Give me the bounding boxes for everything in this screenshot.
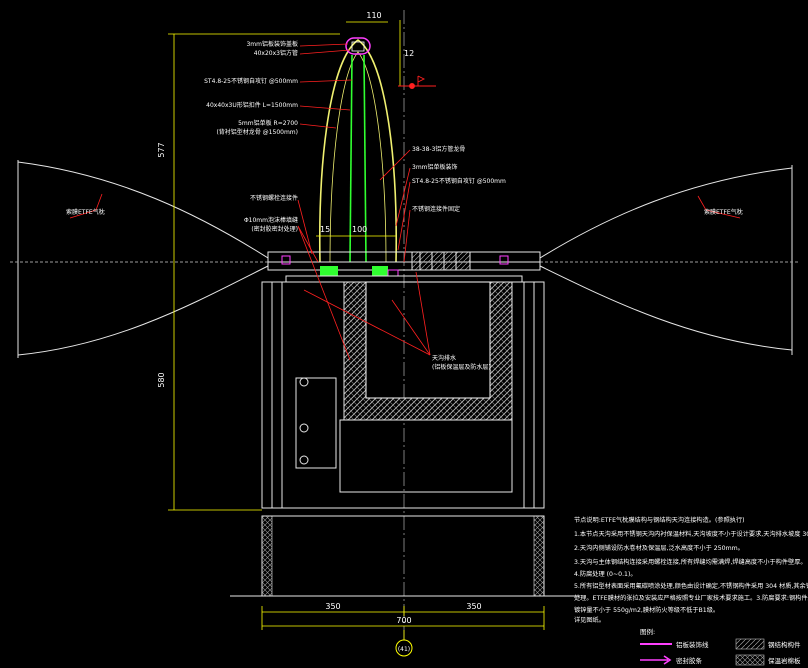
callout-left-8: Φ10mm泡沫棒填缝 [244, 216, 298, 224]
note-line-8: 镀锌量不小于 550g/m2,膜材防火等级不低于B1级。 [574, 606, 719, 614]
callout-left-5: 5mm铝单板 R=2700 [238, 119, 298, 127]
note-line-6: 5.所有铝型材表面采用氟碳喷涂处理,颜色由设计确定,不锈钢构件采用 304 材质… [574, 582, 808, 590]
section-marker: (41) [395, 630, 413, 657]
dim-bottom-left: 350 [325, 602, 340, 611]
callout-left-3: ST4.8-25不锈钢自攻钉 @500mm [204, 77, 298, 85]
leader-lines [69, 43, 741, 361]
note-line-1: 节点说明:ETFE气枕膜结构与钢结构天沟连接构造。(参照执行) [574, 516, 745, 524]
etfe-label-left: 索膜ETFE气枕 [66, 208, 105, 216]
etfe-cushion-left [10, 160, 270, 358]
base-slab [230, 515, 580, 597]
callout-left-1: 3mm铝板装饰盖板 [246, 40, 298, 48]
dim-mid-15: 15 [320, 225, 330, 234]
legend-item-4: 保温岩棉板 [768, 656, 801, 665]
elevation-marker [398, 75, 436, 89]
callout-left-9: (密封胶密封处理) [251, 225, 298, 233]
etfe-cushion-right [539, 165, 800, 355]
callout-left-7: 不锈钢螺栓连接件 [250, 194, 298, 202]
callouts-left: 3mm铝板装饰盖板 40x20x3铝方管 ST4.8-25不锈钢自攻钉 @500… [204, 40, 298, 233]
notes-block: 节点说明:ETFE气枕膜结构与钢结构天沟连接构造。(参照执行) 1.本节点天沟采… [574, 516, 808, 624]
note-line-7: 处理。ETFE膜材的张拉及安装应严格按照专业厂家技术要求施工。3.防腐要求:钢构… [574, 594, 808, 602]
dim-top-width: 110 [366, 11, 381, 20]
callout-left-4: 40x40x3U形铝扣件 L=1500mm [206, 101, 298, 109]
callout-left-6: (背衬铝型材龙骨 @1500mm) [216, 128, 298, 136]
insulated-gutter [343, 281, 513, 421]
legend-swatch-hatch [735, 638, 765, 650]
note-line-2: 1.本节点天沟采用不锈钢天沟内衬保温材料,天沟坡度不小于设计要求,天沟排水坡度 … [574, 530, 808, 538]
section-marker-label: (41) [398, 646, 410, 653]
callout-right-1: 38-38-3铝方管龙骨 [412, 145, 465, 153]
note-line-9: 详见图纸。 [574, 616, 605, 624]
callout-right-3: ST4.8-25不锈钢自攻钉 @500mm [412, 177, 506, 185]
callout-right-2: 3mm铝单板装饰 [412, 163, 458, 171]
callouts-right: 38-38-3铝方管龙骨 3mm铝单板装饰 ST4.8-25不锈钢自攻钉 @50… [412, 145, 506, 213]
dimension-lines [168, 20, 545, 630]
legend-item-1: 铝板装饰线 [676, 640, 709, 649]
etfe-label-right: 索膜ETFE气枕 [704, 208, 743, 216]
dim-bottom-right: 350 [466, 602, 481, 611]
callout-right-4: 不锈钢连接件固定 [412, 205, 460, 213]
note-line-5: 4.防腐处理 (0~0.1)。 [574, 570, 637, 578]
gutter-sub-label: (铝板保温层及防水层) [432, 363, 491, 371]
note-line-3: 2.天沟内侧铺设防水卷材及保温层,泛水高度不小于 250mm。 [574, 544, 744, 552]
gutter-label: 天沟排水 [432, 354, 456, 362]
callout-left-2: 40x20x3铝方管 [254, 49, 298, 57]
ridge-fin [318, 37, 398, 263]
legend-item-2: 钢结构构件 [768, 640, 801, 649]
legend-item-3: 密封胶条 [676, 656, 703, 665]
fin-cap [345, 37, 371, 55]
legend-heading: 图例: [640, 627, 655, 636]
note-line-4: 3.天沟与主体钢结构连接采用螺栓连接,所有焊缝均需满焊,焊缝高度不小于构件壁厚。 [574, 558, 807, 566]
legend-swatch-arrow [640, 655, 672, 665]
dim-bottom-total: 700 [396, 616, 411, 625]
legend-swatch-cross [735, 654, 765, 666]
dim-top-small: 12 [404, 49, 414, 58]
dim-left-lower: 580 [157, 372, 166, 387]
dim-mid-100: 100 [352, 225, 367, 234]
legend: 图例: 铝板装饰线 钢结构构件 密封胶条 保温岩棉板 [640, 627, 801, 666]
dim-left-upper: 577 [157, 142, 166, 157]
